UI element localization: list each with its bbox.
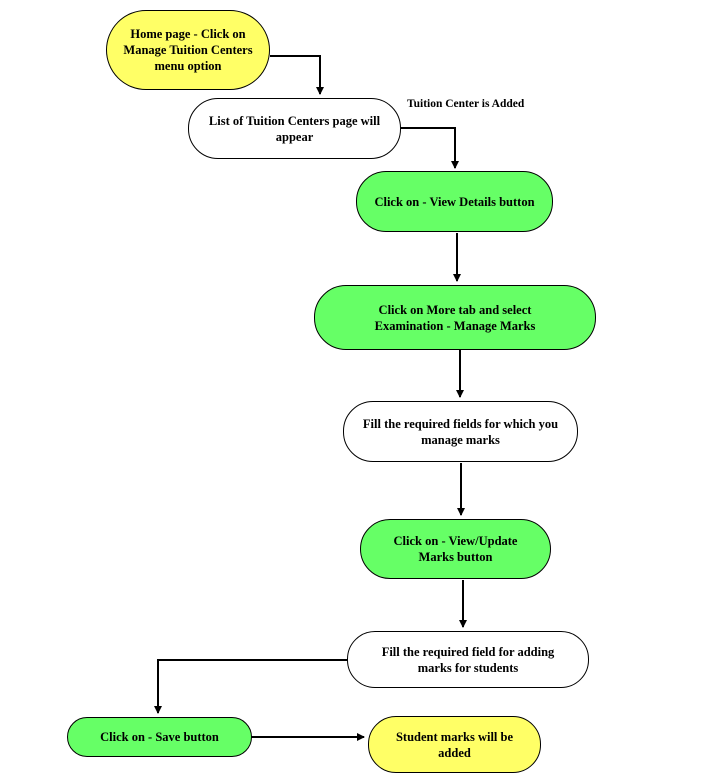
node-fill-marks: Fill the required field for adding marks… [347,631,589,688]
node-save: Click on - Save button [67,717,252,757]
node-added: Student marks will be added [368,716,541,773]
node-list: List of Tuition Centers page will appear [188,98,401,159]
arrow-list-to-view-details [400,127,459,169]
node-home: Home page - Click on Manage Tuition Cent… [106,10,270,90]
label-tuition-added: Tuition Center is Added [407,98,525,110]
arrow-fill-marks-to-save [154,659,347,714]
node-fill-fields: Fill the required fields for which you m… [343,401,578,462]
node-view-details: Click on - View Details button [356,171,553,232]
node-view-update: Click on - View/Update Marks button [360,519,551,579]
node-more-tab: Click on More tab and select Examination… [314,285,596,350]
arrow-home-to-list [270,55,324,95]
